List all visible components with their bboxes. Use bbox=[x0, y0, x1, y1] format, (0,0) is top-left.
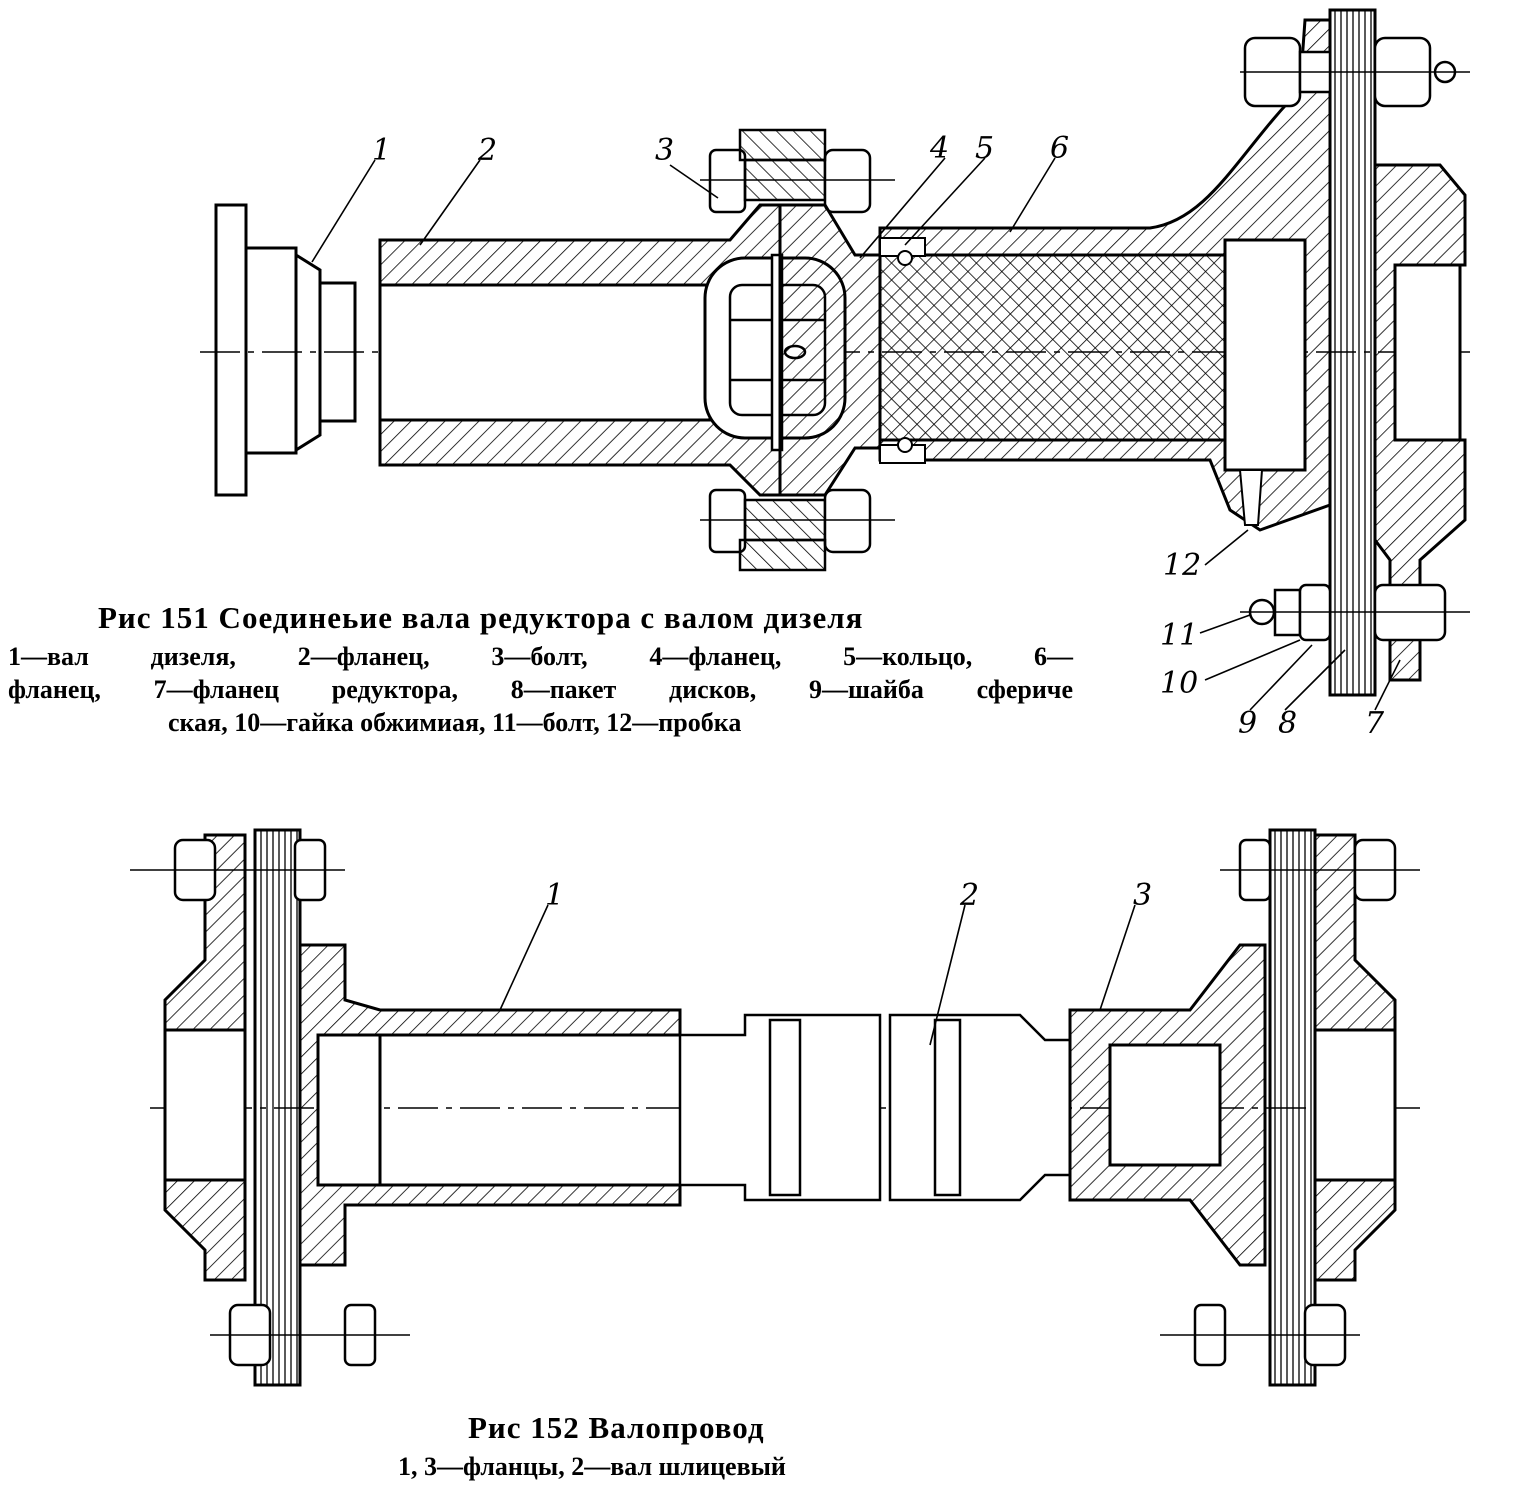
callout-6: 6 bbox=[1050, 131, 1069, 166]
fig152-callouts: 1 2 3 bbox=[545, 878, 1152, 913]
fig152-legend: 1, 3—фланцы, 2—вал шлицевый bbox=[398, 1452, 786, 1481]
fig151-callouts: 1 2 3 4 5 6 7 8 9 10 11 12 bbox=[372, 131, 1385, 741]
callout-8: 8 bbox=[1278, 706, 1297, 741]
fig151-legend-line1: 1—вал дизеля, 2—фланец, 3—болт, 4—фланец… bbox=[8, 642, 1073, 671]
bolt-top-right bbox=[1240, 36, 1470, 108]
callout-1: 1 bbox=[372, 133, 391, 168]
flange-1 bbox=[298, 943, 682, 1267]
callout-3: 3 bbox=[655, 133, 674, 168]
fig151-legend-line2: фланец, 7—фланец редуктора, 8—пакет диск… bbox=[8, 675, 1073, 704]
plug-12 bbox=[1238, 469, 1264, 526]
callout-152-2: 2 bbox=[959, 878, 979, 913]
flange-6 bbox=[878, 18, 1332, 532]
callout-12: 12 bbox=[1163, 548, 1201, 583]
bolt-3-bottom bbox=[700, 488, 895, 554]
spline-shaft-2 bbox=[678, 1013, 1072, 1202]
fig152-title: Рис 152 Валопровод bbox=[468, 1410, 765, 1445]
flange-4 bbox=[778, 203, 882, 497]
reducer-flange-7 bbox=[1373, 163, 1467, 682]
bolt-3-top bbox=[700, 148, 895, 214]
left-disc-pack bbox=[253, 828, 302, 1387]
callout-152-3: 3 bbox=[1133, 878, 1152, 913]
flange-3 bbox=[1068, 943, 1267, 1267]
callout-9: 9 bbox=[1238, 706, 1257, 741]
left-outer-flange bbox=[163, 833, 247, 1282]
fig152-leaders bbox=[499, 904, 1136, 1046]
ring-5 bbox=[879, 237, 926, 464]
callout-10: 10 bbox=[1160, 666, 1198, 701]
callout-2: 2 bbox=[477, 133, 497, 168]
callout-7: 7 bbox=[1365, 706, 1385, 741]
fig152-bolts bbox=[130, 838, 1420, 1367]
fig151-leaders bbox=[311, 157, 1401, 711]
callout-11: 11 bbox=[1160, 618, 1198, 653]
fig151-legend-line3: ская, 10—гайка обжимиая, 11—болт, 12—про… bbox=[168, 708, 742, 737]
callout-4: 4 bbox=[929, 131, 949, 166]
disc-pack-8 bbox=[1328, 8, 1377, 697]
callout-152-1: 1 bbox=[545, 878, 564, 913]
right-disc-pack bbox=[1268, 828, 1317, 1387]
fig151-title: Рис 151 Соединеьие вала редуктора с вало… bbox=[98, 600, 864, 635]
fig152-drawing bbox=[130, 828, 1420, 1387]
callout-5: 5 bbox=[975, 131, 994, 166]
right-outer-flange bbox=[1313, 833, 1397, 1282]
diesel-shaft bbox=[214, 203, 357, 497]
fig151-drawing bbox=[200, 8, 1470, 711]
bolt-11 bbox=[1240, 583, 1470, 642]
